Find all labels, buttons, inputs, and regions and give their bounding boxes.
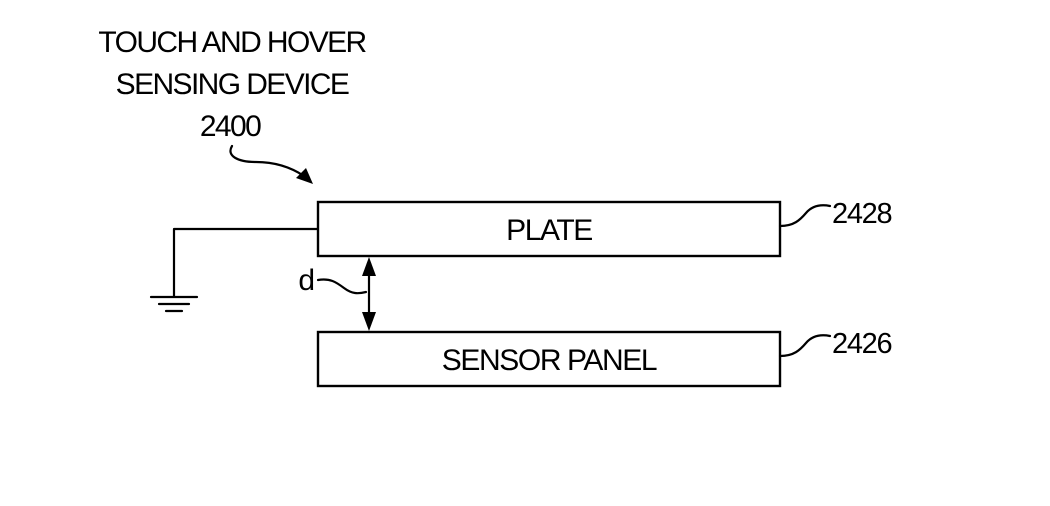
device-title: TOUCH AND HOVER SENSING DEVICE 2400 bbox=[98, 26, 368, 143]
plate-label: PLATE bbox=[506, 214, 592, 247]
plate-ref-leader bbox=[778, 204, 832, 228]
distance-leader-line bbox=[316, 278, 368, 295]
device-title-line1: TOUCH AND HOVER bbox=[98, 26, 366, 59]
sensor-panel-box bbox=[316, 330, 782, 388]
sensor-panel: SENSOR PANEL bbox=[316, 330, 782, 388]
device-number: 2400 bbox=[200, 110, 261, 143]
plate-box bbox=[316, 200, 782, 258]
ground-wire bbox=[172, 227, 320, 298]
distance-arrowhead-down bbox=[362, 312, 376, 331]
ground-connection bbox=[149, 227, 320, 313]
distance-arrowhead-up bbox=[362, 257, 376, 276]
device-title-line2: SENSING DEVICE bbox=[116, 68, 349, 101]
distance-label: d bbox=[298, 264, 313, 297]
sensor-panel-ref: 2426 bbox=[778, 328, 893, 360]
plate-ref: 2428 bbox=[778, 198, 893, 230]
device-leader-arrow bbox=[229, 144, 313, 184]
device-leader-arrowhead bbox=[296, 168, 313, 184]
plate-ref-number: 2428 bbox=[832, 198, 891, 230]
distance-indicator: d bbox=[298, 257, 376, 331]
sensor-panel-ref-number: 2426 bbox=[832, 328, 891, 360]
sensor-panel-label: SENSOR PANEL bbox=[442, 344, 657, 377]
sensor-panel-ref-leader bbox=[778, 334, 832, 358]
device-leader-line bbox=[229, 144, 306, 178]
plate: PLATE bbox=[316, 200, 782, 258]
